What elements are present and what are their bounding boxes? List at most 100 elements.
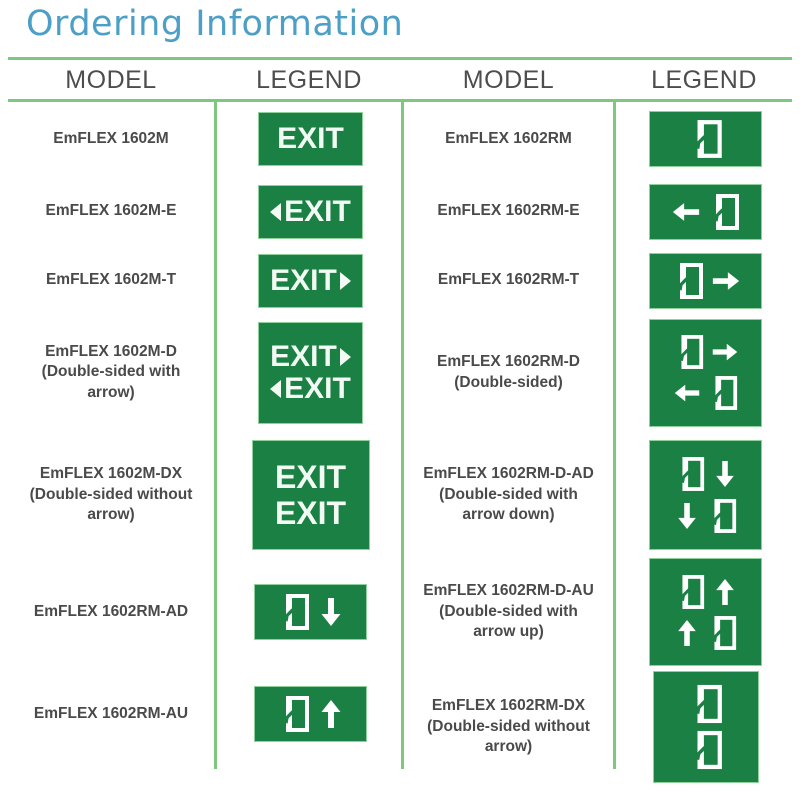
legend-cell [613, 440, 792, 550]
model-label: EmFLEX 1602M-D (Double-sided with arrow) [41, 342, 181, 401]
legend-cell [613, 671, 792, 783]
table-row: EmFLEX 1602M-E EXIT [8, 177, 401, 246]
arrow-left-icon [270, 202, 282, 221]
page-title: Ordering Information [26, 4, 404, 44]
right-table-column: EmFLEX 1602RM [404, 101, 792, 790]
running-man-icon [678, 262, 703, 299]
table-row: EmFLEX 1602M-D (Double-sided with arrow)… [8, 315, 401, 430]
legend-cell: EXIT [214, 112, 401, 166]
column-header-legend-1: LEGEND [256, 66, 362, 94]
arrow-up-icon [677, 619, 696, 646]
column-divider-3 [613, 101, 616, 769]
model-label: EmFLEX 1602RM-T [437, 271, 580, 289]
running-man-sign-double [652, 671, 759, 783]
running-man-icon [714, 193, 739, 230]
exit-text: EXIT [277, 122, 344, 155]
arrow-down-icon [677, 503, 696, 529]
running-man-icon [284, 594, 309, 630]
legend-cell [214, 584, 401, 640]
model-label: EmFLEX 1602RM-D-AD (Double-sided with ar… [423, 465, 594, 524]
legend-cell: EXIT EXIT [214, 440, 401, 550]
running-man-sign-double [649, 318, 762, 427]
table-row: EmFLEX 1602RM-E [404, 177, 792, 246]
model-label: EmFLEX 1602RM [445, 129, 572, 147]
legend-cell: EXIT [214, 184, 401, 239]
exit-sign-double: EXIT EXIT [258, 321, 363, 424]
arrow-up-icon [321, 700, 340, 728]
arrow-left-icon [674, 384, 699, 402]
running-man-icon [695, 120, 722, 158]
table-row: EmFLEX 1602RM-T [404, 246, 792, 315]
left-table-column: EmFLEX 1602M EXIT EmFLEX 1602M-E EXIT [8, 101, 401, 764]
table-row: EmFLEX 1602RM-AU [8, 664, 401, 764]
arrow-up-icon [715, 578, 734, 605]
model-label: EmFLEX 1602RM-AD [33, 602, 189, 620]
model-label: EmFLEX 1602M-E [45, 202, 177, 220]
legend-cell [613, 252, 792, 309]
exit-sign: EXIT [258, 253, 363, 308]
exit-text: EXIT [284, 194, 351, 228]
arrow-right-icon [712, 271, 739, 290]
exit-text: EXIT [284, 371, 351, 405]
running-man-sign [649, 252, 762, 309]
table-row: EmFLEX 1602M-T EXIT [8, 246, 401, 315]
model-label: EmFLEX 1602M [53, 129, 169, 147]
legend-cell [613, 183, 792, 240]
model-label: EmFLEX 1602RM-D (Double-sided) [437, 353, 580, 391]
running-man-icon [695, 684, 722, 724]
arrow-right-icon [339, 271, 351, 290]
table-row: EmFLEX 1602RM-D-AU (Double-sided with ar… [404, 558, 792, 666]
exit-sign: EXIT [258, 112, 363, 166]
exit-sign: EXIT [258, 184, 363, 239]
arrow-down-icon [321, 598, 340, 626]
running-man-icon [712, 499, 736, 533]
exit-text: EXIT [270, 263, 337, 297]
model-label: EmFLEX 1602M-T [45, 271, 177, 289]
arrow-down-icon [715, 461, 734, 487]
running-man-icon [695, 730, 722, 770]
column-divider-1 [214, 101, 217, 769]
exit-text: EXIT [274, 495, 347, 531]
running-man-icon [680, 574, 704, 609]
model-label: EmFLEX 1602M-DX (Double-sided without ar… [29, 465, 193, 524]
legend-cell [613, 111, 792, 167]
table-row: EmFLEX 1602RM-D-AD (Double-sided with ar… [404, 430, 792, 560]
table-row: EmFLEX 1602M-DX (Double-sided without ar… [8, 430, 401, 560]
exit-text: EXIT [274, 459, 347, 495]
column-header-model-2: MODEL [462, 66, 555, 94]
exit-sign-double: EXIT EXIT [251, 440, 370, 550]
table-row: EmFLEX 1602RM-D (Double-sided) [404, 315, 792, 430]
model-label: EmFLEX 1602RM-D-AU (Double-sided with ar… [423, 582, 594, 641]
model-label: EmFLEX 1602RM-AU [33, 704, 189, 722]
running-man-sign [649, 111, 762, 167]
column-header-model-1: MODEL [65, 66, 157, 94]
arrow-right-icon [712, 343, 737, 361]
legend-cell [613, 558, 792, 666]
table-row: EmFLEX 1602RM [404, 101, 792, 177]
legend-cell: EXIT EXIT [214, 321, 401, 424]
arrow-right-icon [339, 347, 351, 366]
table-row: EmFLEX 1602RM-DX (Double-sided without a… [404, 664, 792, 790]
table-header-rule [8, 99, 792, 102]
model-label: EmFLEX 1602RM-E [437, 202, 580, 220]
table-row: EmFLEX 1602M EXIT [8, 101, 401, 177]
legend-cell: EXIT [214, 253, 401, 308]
legend-cell [613, 318, 792, 427]
table-top-rule [8, 57, 792, 60]
model-label: EmFLEX 1602RM-DX (Double-sided without a… [427, 697, 590, 756]
running-man-icon [712, 615, 736, 650]
running-man-icon [713, 376, 737, 410]
running-man-icon [679, 335, 703, 369]
running-man-sign-double [649, 440, 762, 550]
column-header-legend-2: LEGEND [651, 66, 757, 94]
arrow-left-icon [672, 202, 699, 221]
running-man-sign-double [649, 558, 762, 666]
arrow-left-icon [270, 379, 282, 398]
running-man-sign [254, 584, 367, 640]
exit-text: EXIT [270, 339, 337, 373]
column-divider-2 [401, 101, 404, 769]
legend-cell [214, 686, 401, 742]
running-man-icon [284, 696, 309, 732]
table-row: EmFLEX 1602RM-AD [8, 560, 401, 664]
